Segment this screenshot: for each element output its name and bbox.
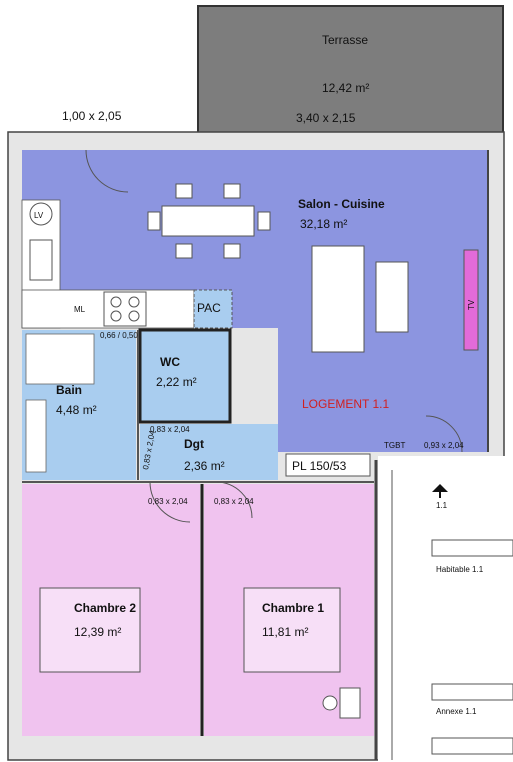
entry-door-dims: 0,93 x 2,04 xyxy=(424,441,464,450)
legend-habitable: Habitable 1.1 xyxy=(436,565,484,574)
bath-door-dims: 0,66 / 0,50 xyxy=(100,331,138,340)
stove xyxy=(103,291,147,327)
salon-area xyxy=(22,150,488,452)
ml-label: ML xyxy=(74,305,86,314)
terrace-dims: 3,40 x 2,15 xyxy=(296,111,356,125)
tv-label: TV xyxy=(467,299,476,310)
terrace-area xyxy=(197,5,504,139)
bain-area-text: 4,48 m² xyxy=(56,403,97,417)
entry-arrow-icon xyxy=(432,484,448,492)
pac-closet xyxy=(193,289,233,329)
desk xyxy=(339,687,361,719)
bain-name: Bain xyxy=(56,383,82,397)
burner xyxy=(128,296,140,308)
shower-tray xyxy=(25,333,95,385)
terrace-name: Terrasse xyxy=(322,33,368,47)
burner xyxy=(110,296,122,308)
lv-circle xyxy=(29,202,53,226)
salon-name: Salon - Cuisine xyxy=(298,197,385,211)
chair xyxy=(175,243,193,259)
desk-chair xyxy=(322,695,338,711)
dgt-name: Dgt xyxy=(184,437,204,451)
burner xyxy=(110,310,122,322)
tv-unit xyxy=(463,249,479,351)
kitchen-sink xyxy=(29,239,53,281)
logement-label: LOGEMENT 1.1 xyxy=(302,397,389,411)
terrace-area-text: 12,42 m² xyxy=(322,81,369,95)
legend-box-3 xyxy=(431,737,513,755)
door-arc-ch1 xyxy=(215,481,253,519)
lv-label: LV xyxy=(34,211,44,220)
bed-chambre1 xyxy=(243,587,341,673)
dgt-area-text: 2,36 m² xyxy=(184,459,225,473)
pac-label: PAC xyxy=(197,301,221,315)
exterior-right xyxy=(378,456,513,762)
ch2-door-dims: 0,83 x 2,04 xyxy=(148,497,188,506)
chair xyxy=(223,183,241,199)
coffee-table xyxy=(375,261,409,333)
chambre2-area-text: 12,39 m² xyxy=(74,625,121,639)
chair xyxy=(257,211,271,231)
legend-annexe: Annexe 1.1 xyxy=(436,707,477,716)
bed-chambre2 xyxy=(39,587,141,673)
chair xyxy=(175,183,193,199)
chambre1-area-text: 11,81 m² xyxy=(262,625,308,639)
bathtub xyxy=(25,399,47,473)
chambre1-name: Chambre 1 xyxy=(262,601,324,615)
chair xyxy=(147,211,161,231)
dining-table xyxy=(161,205,255,237)
pl-box xyxy=(285,453,371,477)
wc-area-text: 2,22 m² xyxy=(156,375,197,389)
entry-label: 1.1 xyxy=(436,501,448,510)
pl-label: PL 150/53 xyxy=(292,459,347,473)
sofa xyxy=(311,245,365,353)
wc-area xyxy=(138,328,232,424)
dgt-door-dims: 0,83 x 2,04 xyxy=(150,425,190,434)
door-arc-top xyxy=(85,149,129,193)
legend-box-2 xyxy=(431,683,513,701)
window-dims: 1,00 x 2,05 xyxy=(62,109,122,123)
burner xyxy=(128,310,140,322)
door-arc-entry xyxy=(425,415,463,453)
salon-area-text: 32,18 m² xyxy=(300,217,347,231)
ch1-door-dims: 0,83 x 2,04 xyxy=(214,497,254,506)
legend-box-1 xyxy=(431,539,513,557)
chair xyxy=(223,243,241,259)
dgt-area xyxy=(140,424,278,480)
door-arc-ch2 xyxy=(149,481,191,523)
tgbt-label: TGBT xyxy=(384,441,405,450)
chambre2-name: Chambre 2 xyxy=(74,601,136,615)
wc-name: WC xyxy=(160,355,180,369)
